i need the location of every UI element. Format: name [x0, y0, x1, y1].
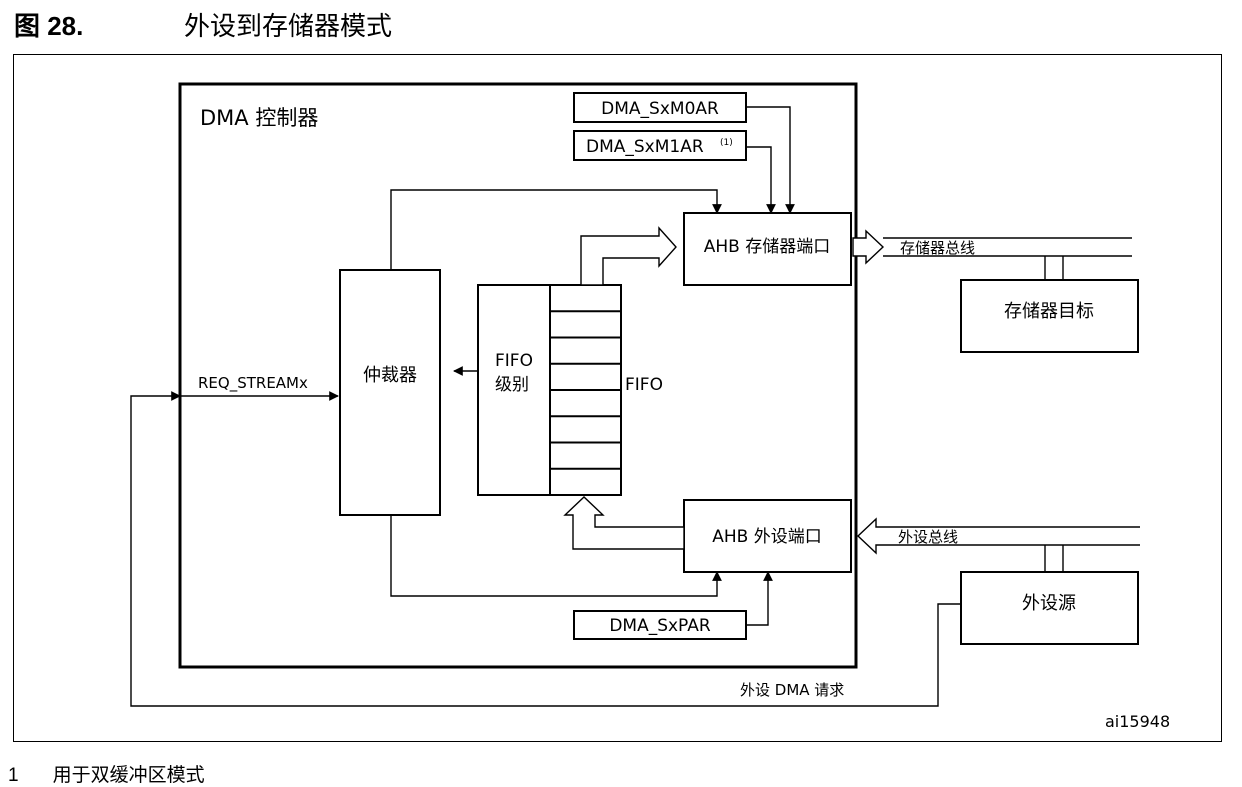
fifo-level-block: FIFO 级别 [477, 284, 551, 496]
register-m1ar: DMA_SxM1AR (1) [573, 130, 747, 161]
dma-request-line [130, 391, 961, 707]
fifo-label: FIFO [625, 375, 663, 395]
footnote-text: 用于双缓冲区模式 [52, 764, 205, 786]
memory-target-label: 存储器目标 [1004, 301, 1094, 322]
register-m1ar-label: DMA_SxM1AR [586, 137, 704, 157]
par-connector [746, 571, 773, 626]
ahb-peripheral-port: AHB 外设端口 [683, 499, 852, 573]
register-m0ar: DMA_SxM0AR [573, 92, 747, 123]
figure-name: 外设到存储器模式 [184, 12, 393, 42]
register-m1ar-note: (1) [720, 138, 733, 148]
footnote-index: 1 [8, 765, 19, 786]
memory-target-block: 存储器目标 [960, 279, 1139, 353]
m1ar-connector [746, 146, 776, 214]
dma-request-label: 外设 DMA 请求 [740, 681, 844, 699]
peripheral-source-label: 外设源 [1022, 593, 1076, 614]
fifo-level-label-line2: 级别 [495, 375, 529, 395]
m0ar-connector [746, 106, 795, 214]
memory-bus-arrow [852, 229, 885, 265]
arbiter-to-peripheral-port [390, 515, 722, 597]
figure-frame [13, 54, 1222, 742]
register-m0ar-label: DMA_SxM0AR [601, 99, 719, 119]
fifo-to-memory-port-arrow [580, 226, 677, 286]
figure-number: 图 28. [14, 11, 84, 41]
register-par-label: DMA_SxPAR [609, 616, 711, 636]
dma-controller-box [178, 82, 858, 669]
fifo-stack [549, 284, 622, 496]
arbiter-to-memory-port [390, 189, 722, 270]
figure-title: 图 28. 外设到存储器模式 [14, 6, 392, 43]
dma-controller-label: DMA 控制器 [200, 106, 318, 130]
ahb-memory-port: AHB 存储器端口 [683, 212, 852, 286]
peripheral-source-block: 外设源 [960, 571, 1139, 645]
arbiter-block: 仲裁器 [339, 269, 441, 516]
register-par: DMA_SxPAR [573, 610, 747, 640]
peripheral-port-to-fifo-arrow [563, 496, 685, 550]
fifo-level-label-line1: FIFO [495, 351, 533, 371]
memory-bus-label: 存储器总线 [900, 239, 975, 257]
arbiter-label: 仲裁器 [363, 365, 417, 386]
peripheral-bus-label: 外设总线 [898, 528, 958, 546]
ahb-peripheral-port-label: AHB 外设端口 [712, 527, 821, 547]
req-stream-label: REQ_STREAMx [198, 374, 308, 393]
footnote: 1 用于双缓冲区模式 [8, 760, 205, 787]
peripheral-bus-arrow [856, 517, 1140, 555]
ahb-memory-port-label: AHB 存储器端口 [704, 237, 830, 257]
figure-id: ai15948 [1105, 712, 1170, 731]
